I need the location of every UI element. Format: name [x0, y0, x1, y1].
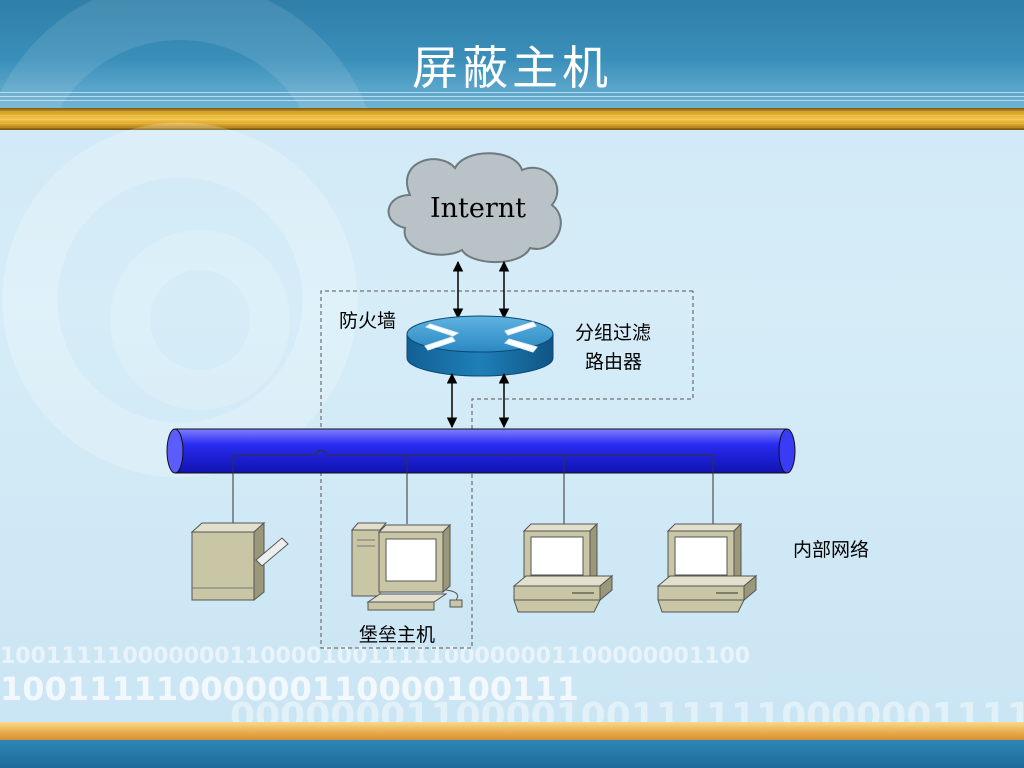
header-gold-bar-stripes	[0, 108, 1024, 130]
firewall-label: 防火墙	[339, 310, 397, 332]
footer-blue-bar	[0, 740, 1024, 768]
header-gold-bar	[0, 108, 1024, 130]
internet-cloud-icon	[387, 152, 562, 264]
router-label-line2: 路由器	[585, 351, 643, 373]
internet-cloud-label: Internt	[430, 193, 527, 224]
footer-gold-bar	[0, 722, 1024, 740]
binary-text-row: 00000001100001001111110000001111	[230, 696, 1024, 722]
bastion-host-computer-icon	[350, 522, 463, 611]
router-label-line1: 分组过滤	[575, 322, 652, 344]
drop-lines	[232, 449, 714, 524]
header-decoration	[0, 0, 367, 108]
header-band: 屏蔽主机	[0, 0, 1024, 108]
slide-title: 屏蔽主机	[412, 41, 612, 95]
internal-network-label: 内部网络	[793, 539, 870, 561]
printer-icon	[190, 521, 289, 602]
router-icon	[406, 315, 554, 377]
firewall-boundary	[320, 290, 694, 649]
workstation-computer-icon	[512, 522, 614, 613]
header-rule	[0, 100, 1024, 101]
header-rule	[0, 92, 1024, 93]
binary-text-row: 1001111100000001100001001111100000001100…	[0, 644, 751, 669]
header-rule	[0, 96, 1024, 97]
bastion-host-label: 堡垒主机	[359, 624, 436, 646]
binary-text-row: 10011111000000110000100111	[0, 670, 579, 708]
workstation-computer-icon	[656, 522, 758, 613]
network-bus	[166, 428, 796, 474]
binary-background: 1001111100000001100001001111100000001100…	[0, 640, 1024, 722]
